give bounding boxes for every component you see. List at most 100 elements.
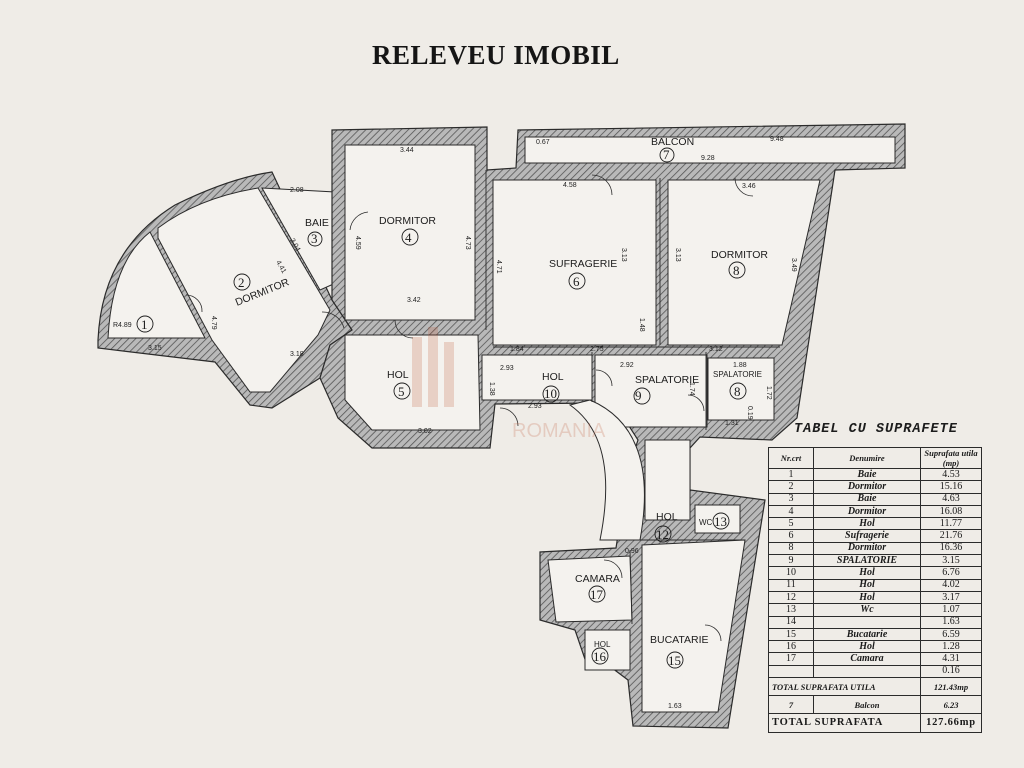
balcon-value: 6.23 <box>920 695 982 715</box>
table-cell-den: Wc <box>813 603 921 617</box>
dim-label: 0.67 <box>536 139 550 146</box>
dim-label: 3.46 <box>742 183 756 190</box>
room-12-number: 12 <box>656 527 669 542</box>
room-9-number: 8 <box>734 384 741 399</box>
dim-label: 3.42 <box>407 297 421 304</box>
dim-label: 3.49 <box>790 258 797 272</box>
room-5-floor <box>344 334 481 431</box>
dim-label: 2.93 <box>500 365 514 372</box>
header-nr: Nr.crt <box>768 447 814 469</box>
room-8-label: DORMITOR <box>711 249 768 261</box>
table-cell-nr: 8 <box>768 541 814 556</box>
table-cell-sup: 1.07 <box>920 603 982 617</box>
table-cell-den: Hol <box>813 517 921 531</box>
curved-corridor-floor <box>568 399 645 541</box>
room-4-floor <box>344 144 476 321</box>
table-cell-nr: 10 <box>768 566 814 580</box>
room-1-floor <box>107 231 206 339</box>
table-cell-sup: 6.76 <box>920 566 982 580</box>
room-6-label: SUFRAGERIE <box>549 258 617 270</box>
table-cell-den <box>813 615 921 629</box>
table-cell-nr: 5 <box>768 517 814 531</box>
dim-label: 9.48 <box>770 136 784 143</box>
room-3-label: BAIE <box>305 217 329 229</box>
table-cell-nr: 2 <box>768 480 814 494</box>
room-15-label: BUCATARIE <box>650 634 709 646</box>
table-cell-sup: 3.17 <box>920 590 982 605</box>
table-cell-nr <box>768 664 814 679</box>
table-cell-den: Baie <box>813 467 921 482</box>
header-denumire: Denumire <box>813 447 921 469</box>
dim-label: 2.92 <box>620 362 634 369</box>
table-cell-nr: 12 <box>768 590 814 605</box>
room-6-floor <box>492 179 657 346</box>
table-cell-nr: 15 <box>768 627 814 642</box>
dim-label: 4.71 <box>495 260 502 274</box>
dim-label: 0.19 <box>746 406 753 420</box>
table-cell-sup: 1.63 <box>920 615 982 629</box>
dim-label: 2.08 <box>290 187 304 194</box>
room-11-label: HOL <box>542 371 564 383</box>
table-cell-den: Hol <box>813 640 921 654</box>
room-13-number: 13 <box>714 514 727 529</box>
table-cell-nr: 1 <box>768 467 814 482</box>
dim-label: 3.13 <box>674 248 681 262</box>
dim-label: 0.96 <box>625 548 639 555</box>
table-cell-nr: 4 <box>768 504 814 519</box>
table-cell-sup: 16.36 <box>920 541 982 556</box>
dim-label: 3.12 <box>709 346 723 353</box>
room-11-floor <box>481 354 593 401</box>
table-cell-den: Dormitor <box>813 480 921 494</box>
dim-label: 1.63 <box>668 703 682 710</box>
table-cell-den: Hol <box>813 578 921 592</box>
room-15-floor <box>641 539 746 713</box>
dim-label: 9.28 <box>701 155 715 162</box>
table-cell-nr: 3 <box>768 492 814 506</box>
room-7-number: 7 <box>663 147 670 162</box>
room-12-label: HOL <box>656 511 678 523</box>
room-17-number: 17 <box>590 587 604 602</box>
table-cell-den: SPALATORIE <box>813 554 921 568</box>
table-cell-sup: 3.15 <box>920 554 982 568</box>
table-cell-den: Hol <box>813 566 921 580</box>
table-cell-den: Dormitor <box>813 504 921 519</box>
table-cell-sup: 1.28 <box>920 640 982 654</box>
balcon-nr: 7 <box>768 695 814 715</box>
table-cell-nr: 17 <box>768 652 814 666</box>
table-cell-nr: 16 <box>768 640 814 654</box>
dim-label: 1.48 <box>638 318 645 332</box>
table-cell-nr: 11 <box>768 578 814 592</box>
table-cell-sup: 21.76 <box>920 529 982 543</box>
room-9-floor <box>707 357 775 421</box>
dim-label: 1.38 <box>488 382 495 396</box>
room-15-number: 15 <box>668 653 681 668</box>
table-cell-sup: 0.16 <box>920 664 982 679</box>
room-4-label: DORMITOR <box>379 215 436 227</box>
table-cell-den: Dormitor <box>813 541 921 556</box>
room-10-number: 9 <box>635 388 642 403</box>
table-cell-sup: 4.53 <box>920 467 982 482</box>
room-7-label: BALCON <box>651 136 694 148</box>
dim-label: 3.44 <box>400 147 414 154</box>
room-12-floor <box>644 439 691 521</box>
table-cell-sup: 4.31 <box>920 652 982 666</box>
room-4-number: 4 <box>405 230 412 245</box>
dim-label: R4.89 <box>113 322 132 329</box>
dim-label: 1.31 <box>725 420 739 427</box>
table-cell-den: Camara <box>813 652 921 666</box>
dim-label: 4.58 <box>563 182 577 189</box>
room-16-number: 16 <box>593 649 607 664</box>
dim-label: 1.84 <box>510 346 524 353</box>
room-5-label: HOL <box>387 369 409 381</box>
table-cell-den: Hol <box>813 590 921 605</box>
